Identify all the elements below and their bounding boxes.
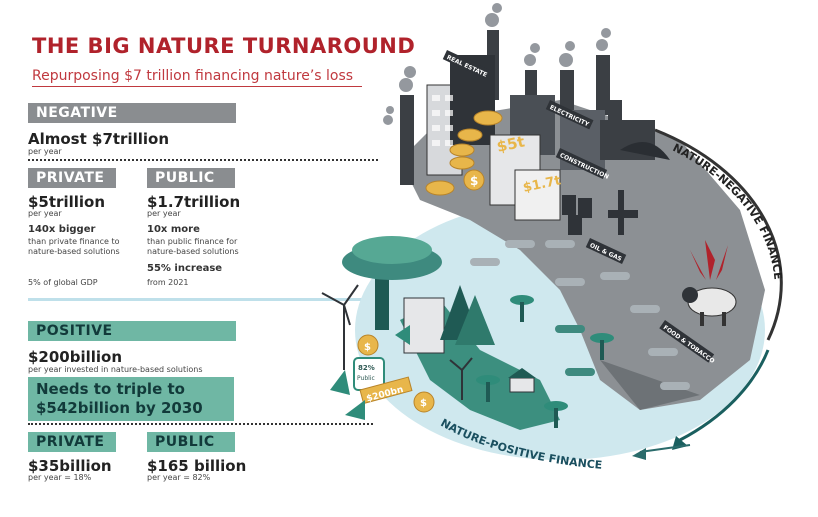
cow <box>682 287 737 326</box>
negative-private-gdp-note: 5% of global GDP <box>28 278 98 287</box>
negative-public-unit: per year <box>147 209 181 218</box>
negative-private-compare: 140x bigger <box>28 224 96 235</box>
negative-heading: NEGATIVE <box>28 103 236 123</box>
positive-heading: POSITIVE <box>28 321 236 341</box>
jar-percent: 82% <box>358 364 375 372</box>
negative-public-increase: 55% increase <box>147 263 223 274</box>
forest-area <box>342 236 614 430</box>
green-coin-dollar: $ <box>420 398 427 409</box>
positive-arc-line <box>679 349 770 442</box>
negative-amount: Almost $7trillion <box>28 130 169 148</box>
coin-dollar <box>463 169 485 191</box>
page-subtitle: Repurposing $7 trillion financing nature… <box>32 68 354 84</box>
positive-amount: $200billion <box>28 348 123 366</box>
wind-turbines <box>321 284 473 400</box>
page-title: THE BIG NATURE TURNAROUND <box>32 34 416 58</box>
negative-private-amount: $5trillion <box>28 193 105 211</box>
oil-equipment <box>562 190 638 235</box>
negative-dotted-connector <box>28 159 378 161</box>
money-chains <box>470 240 690 390</box>
smoke-clouds <box>383 3 611 125</box>
positive-private-amount: $35billion <box>28 457 112 475</box>
jar-coin-dollar: $ <box>364 342 371 353</box>
money-bundle <box>359 376 413 405</box>
negative-public-compare-note: than public finance for nature-based sol… <box>147 237 239 256</box>
coin-dollar-sign: $ <box>470 174 478 188</box>
negative-public-increase-note: from 2021 <box>147 278 189 287</box>
jar-public: Public <box>357 375 375 382</box>
negative-unit: per year <box>28 147 62 156</box>
negative-public-compare: 10x more <box>147 224 200 235</box>
red-plant <box>690 240 728 280</box>
negative-public-heading: PUBLIC <box>147 168 235 188</box>
label-five-trillion: $5t <box>495 132 526 155</box>
positive-private-heading: PRIVATE <box>28 432 116 452</box>
positive-public-unit: per year = 82% <box>147 473 211 482</box>
ferns <box>330 325 410 420</box>
positive-needs-callout: Needs to triple to $542billion by 2030 <box>28 377 234 421</box>
water-separator-line <box>28 298 378 301</box>
negative-private-compare-note: than private finance to nature-based sol… <box>28 237 120 256</box>
positive-unit: per year invested in nature-based soluti… <box>28 365 203 374</box>
positive-public-heading: PUBLIC <box>147 432 235 452</box>
gold-coins <box>425 110 503 196</box>
negative-public-amount: $1.7trillion <box>147 193 241 211</box>
negative-arc <box>654 128 783 341</box>
positive-private-unit: per year = 18% <box>28 473 92 482</box>
negative-private-heading: PRIVATE <box>28 168 116 188</box>
green-coin <box>413 391 435 413</box>
positive-dotted-connector <box>28 423 373 425</box>
title-divider <box>32 86 362 87</box>
negative-private-unit: per year <box>28 209 62 218</box>
positive-public-amount: $165 billion <box>147 457 247 475</box>
